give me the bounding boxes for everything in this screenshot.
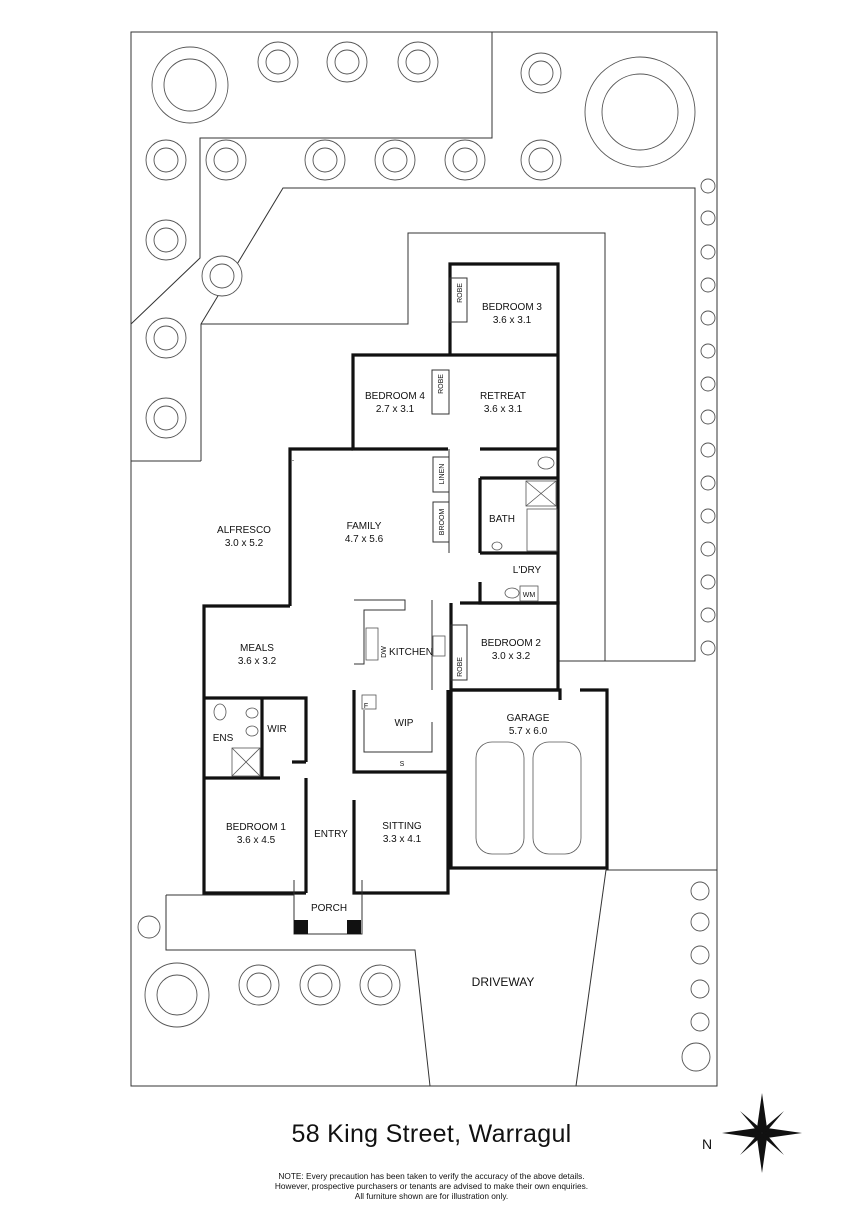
driveway-name: DRIVEWAY [472,975,535,989]
retreat-name: RETREAT [480,391,526,402]
bedroom4-dim: 2.7 x 3.1 [376,404,415,415]
bedroom1-name: BEDROOM 1 [226,822,286,833]
family-name: FAMILY [347,521,382,532]
fence-lines [130,32,717,1087]
alfresco-dim: 3.0 x 5.2 [225,538,264,549]
robe-label: ROBE [438,374,445,394]
alfresco-name: ALFRESCO [217,525,271,536]
meals-dim: 3.6 x 3.2 [238,656,277,667]
bedroom2-name: BEDROOM 2 [481,638,541,649]
entry-name: ENTRY [314,829,348,840]
porch-name: PORCH [311,903,347,914]
bedroom2-dim: 3.0 x 3.2 [492,651,531,662]
bedroom4-name: BEDROOM 4 [365,391,425,402]
sitting-name: SITTING [382,821,422,832]
garage-dim: 5.7 x 6.0 [509,726,548,737]
disclaimer-line-3: All furniture shown are for illustration… [354,1191,509,1201]
dishwasher-label: DW [381,646,388,658]
robe-label: ROBE [457,657,464,677]
north-label: N [702,1136,713,1152]
ensuite-name: ENS [213,733,234,744]
kitchen-name: KITCHEN [389,647,433,658]
disclaimer-line-1: NOTE: Every precaution has been taken to… [278,1171,585,1181]
property-address: 58 King Street, Warragul [291,1120,572,1148]
sitting-dim: 3.3 x 4.1 [383,834,422,845]
trees [137,41,716,1072]
meals-name: MEALS [240,643,274,654]
family-dim: 4.7 x 5.6 [345,534,384,545]
washing-machine-label: WM [523,592,536,599]
room-labels: BEDROOM 3 3.6 x 3.1 BEDROOM 4 2.7 x 3.1 … [213,302,550,989]
robe-label: ROBE [457,283,464,303]
linen-label: LINEN [439,464,446,485]
laundry-name: L'DRY [513,565,542,576]
bedroom1-dim: 3.6 x 4.5 [237,835,276,846]
compass-rose-icon [722,1093,802,1173]
bath-name: BATH [489,514,515,525]
disclaimer-line-2: However, prospective purchasers or tenan… [274,1181,589,1191]
wir-name: WIR [267,724,286,735]
bedroom3-dim: 3.6 x 3.1 [493,315,532,326]
garage-name: GARAGE [507,713,550,724]
shelf-label: S [400,761,405,768]
fridge-label: F [364,703,368,710]
property-boundary [130,31,718,1087]
retreat-dim: 3.6 x 3.1 [484,404,523,415]
broom-label: BROOM [439,509,446,536]
wip-name: WIP [395,718,414,729]
house-walls [202,262,609,935]
bedroom3-name: BEDROOM 3 [482,302,542,313]
fixture-labels: ROBE ROBE ROBE LINEN BROOM DW WM F S [364,283,536,768]
